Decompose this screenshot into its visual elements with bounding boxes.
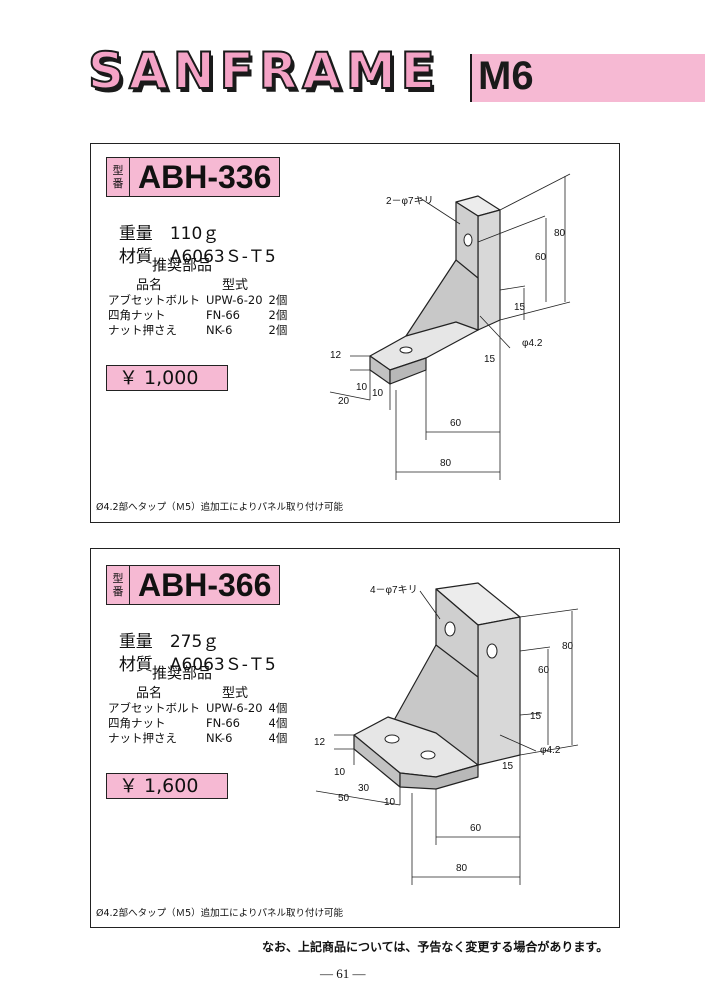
svg-text:φ4.2: φ4.2 — [522, 338, 543, 349]
svg-text:15: 15 — [502, 761, 514, 772]
parts-head-name: 品名 — [136, 686, 163, 701]
model-tag: 型 番 ABH-366 — [106, 565, 281, 605]
parts-title: 推奨部品 — [152, 664, 213, 682]
footer-notice: なお、上記商品については、予告なく変更する場合があります。 — [262, 940, 609, 954]
svg-text:60: 60 — [538, 665, 550, 676]
page-number: ― 61 ― — [320, 966, 366, 981]
svg-text:15: 15 — [514, 302, 526, 313]
svg-text:15: 15 — [530, 711, 542, 722]
bolt-hole-icon — [486, 643, 498, 659]
svg-text:80: 80 — [440, 458, 452, 469]
series-label: M6 — [478, 54, 534, 98]
hole-callout: 2－φ7キリ — [386, 196, 434, 207]
svg-text:80: 80 — [562, 641, 574, 652]
model-code: ABH-366 — [138, 567, 272, 603]
parts-title: 推奨部品 — [152, 256, 213, 274]
svg-text:10: 10 — [384, 797, 396, 808]
svg-text:10: 10 — [372, 388, 384, 399]
bolt-hole-icon — [384, 734, 400, 744]
series-band — [470, 54, 705, 102]
weight-spec: 重量 110ｇ — [118, 224, 220, 244]
model-code: ABH-336 — [138, 159, 272, 195]
svg-text:10: 10 — [356, 382, 368, 393]
model-tag: 型 番 ABH-336 — [106, 157, 281, 197]
bolt-hole-icon — [463, 233, 473, 247]
price-box: ￥ 1,000 — [106, 365, 228, 391]
svg-text:12: 12 — [314, 737, 326, 748]
panel-note: Ø4.2部へタップ（Ｍ5）追加工によりパネル取り付け可能 — [96, 502, 343, 513]
svg-text:60: 60 — [470, 823, 482, 834]
material-spec: 材質 A6063Ｓ-Ｔ5 — [118, 247, 276, 267]
bolt-hole-icon — [420, 750, 436, 760]
brand-title: SANFRAME — [87, 42, 440, 100]
svg-text:80: 80 — [456, 863, 468, 874]
parts-head-model: 型式 — [222, 686, 249, 701]
product-panel-abh-336 — [90, 143, 620, 523]
svg-text:60: 60 — [450, 418, 462, 429]
hole-callout: 4－φ7キリ — [370, 585, 418, 596]
bolt-hole-icon — [444, 621, 456, 637]
material-spec: 材質 A6063Ｓ-Ｔ5 — [118, 655, 276, 675]
svg-text:15: 15 — [484, 354, 496, 365]
parts-head-model: 型式 — [222, 278, 249, 293]
svg-text:20: 20 — [338, 396, 350, 407]
parts-head-name: 品名 — [136, 278, 163, 293]
svg-text:10: 10 — [334, 767, 346, 778]
svg-text:12: 12 — [330, 350, 342, 361]
model-prefix: 型 番 — [107, 566, 130, 604]
weight-spec: 重量 275ｇ — [118, 632, 220, 652]
svg-text:30: 30 — [358, 783, 370, 794]
price-box: ￥ 1,600 — [106, 773, 228, 799]
panel-note: Ø4.2部へタップ（Ｍ5）追加工によりパネル取り付け可能 — [96, 908, 343, 919]
model-prefix: 型 番 — [107, 158, 130, 196]
technical-drawing-abh-336: 2－φ7キリ 80 60 15 φ4.2 12 15 10 20 10 60 8… — [329, 173, 571, 480]
svg-text:φ4.2: φ4.2 — [540, 745, 561, 756]
svg-text:60: 60 — [535, 252, 547, 263]
svg-text:80: 80 — [554, 228, 566, 239]
technical-drawing-abh-366: 4－φ7キリ 80 60 15 φ4.2 12 15 10 30 50 10 6… — [314, 582, 579, 885]
svg-text:50: 50 — [338, 793, 350, 804]
bolt-hole-icon — [399, 346, 413, 354]
